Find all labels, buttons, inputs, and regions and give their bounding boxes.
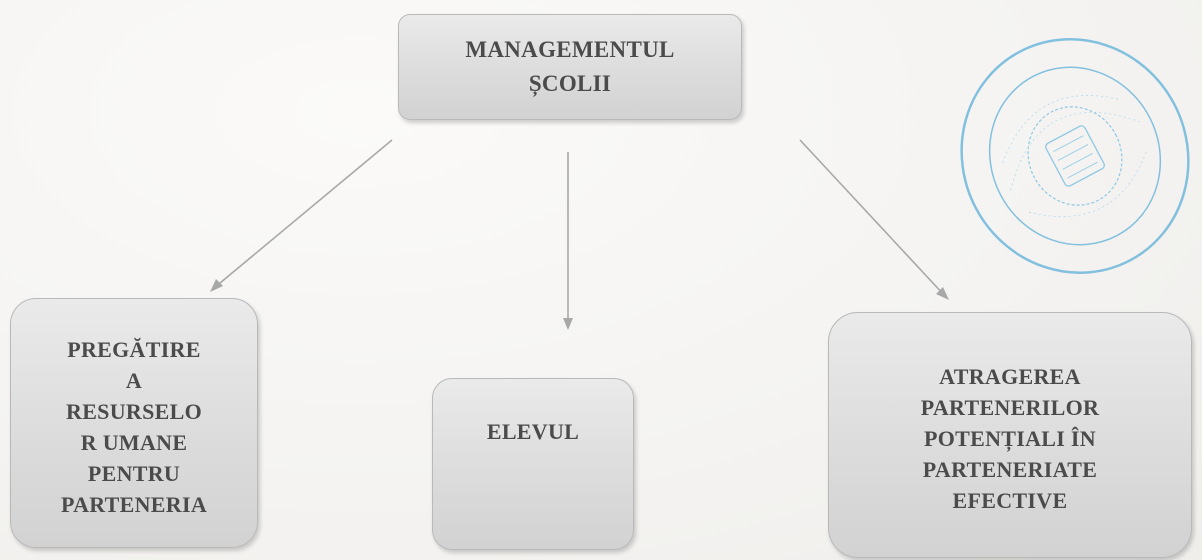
stamp-outer-ring: [960, 38, 1190, 274]
root-node-label: MANAGEMENTUL ȘCOLII: [465, 37, 675, 96]
official-stamp-seal: [960, 38, 1190, 274]
child-node-student: ELEVUL: [432, 378, 634, 550]
stamp-emblem: [1045, 125, 1105, 187]
child-node-resources: PREGĂTIRE A RESURSELO R UMANE PENTRU PAR…: [10, 298, 258, 548]
arrowhead-left: [210, 279, 223, 292]
child-node-partners: ATRAGEREA PARTENERILOR POTENȚIALI ÎN PAR…: [828, 312, 1192, 558]
arrowhead-right: [936, 287, 949, 300]
root-node-management: MANAGEMENTUL ȘCOLII: [398, 14, 742, 120]
child-node-label: ATRAGEREA PARTENERILOR POTENȚIALI ÎN PAR…: [920, 363, 1100, 513]
arrowhead-middle: [563, 318, 573, 330]
child-node-label: PREGĂTIRE A RESURSELO R UMANE PENTRU PAR…: [60, 337, 208, 517]
stamp-core-ring: [1027, 106, 1123, 206]
stamp-emblem-detail: [1053, 135, 1098, 179]
connector-root-to-left: [213, 139, 393, 289]
stamp-inner-ring: [988, 66, 1162, 246]
connector-root-to-right: [799, 139, 946, 297]
child-node-label: ELEVUL: [486, 419, 580, 444]
stamp-hatching: [1002, 95, 1148, 217]
